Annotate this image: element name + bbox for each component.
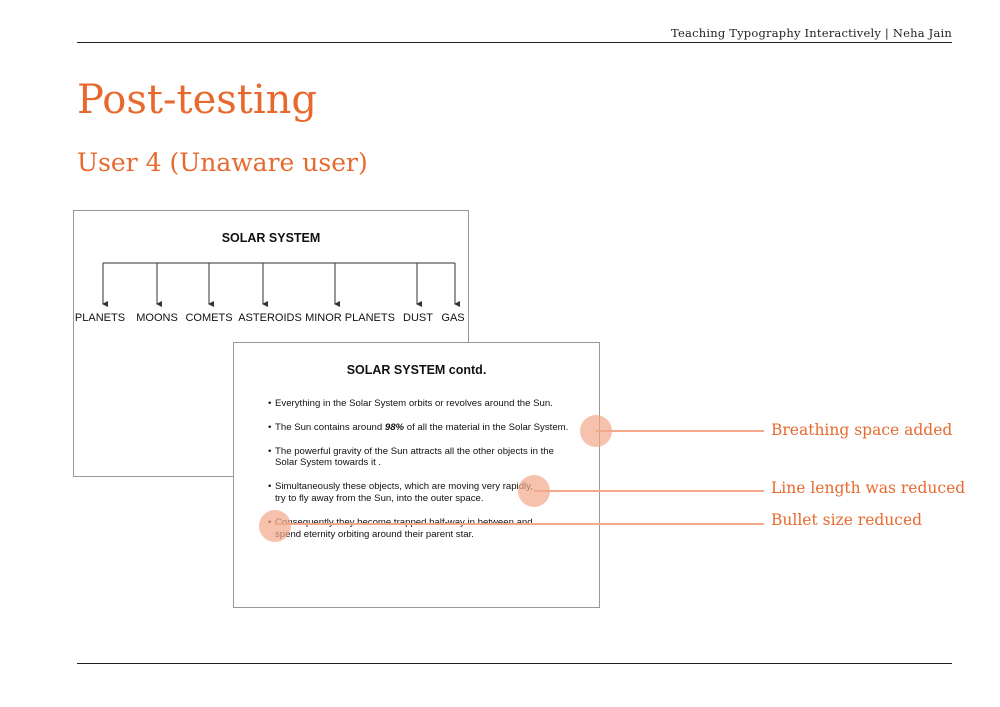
bullet-icon: •: [268, 516, 272, 528]
category-comets: COMETS: [185, 312, 233, 324]
category-minor-planets: MINOR PLANETS: [305, 312, 395, 324]
page-subtitle: User 4 (Unaware user): [77, 148, 368, 177]
list-item: • The powerful gravity of the Sun attrac…: [268, 446, 588, 470]
bullet-icon: •: [268, 445, 272, 457]
category-dust: DUST: [403, 312, 433, 324]
bullet-icon: •: [268, 421, 272, 433]
bullet-line: The powerful gravity of the Sun attracts…: [275, 445, 554, 457]
bullet-line: The Sun contains around 98% of all the m…: [275, 422, 588, 434]
bullet-icon: •: [268, 398, 272, 409]
bullet-line: Solar System towards it .: [275, 457, 382, 469]
annotation-line-length: Line length was reduced: [771, 479, 966, 497]
header-text: Teaching Typography Interactively | Neha…: [671, 26, 952, 40]
list-item: • Consequently they become trapped half-…: [268, 517, 588, 541]
bullet-text-pre: The Sun contains around: [275, 421, 385, 433]
category-gas: GAS: [441, 312, 465, 324]
header-rule: [77, 42, 952, 43]
bullet-line: Simultaneously these objects, which are …: [275, 481, 533, 493]
bullet-list: • Everything in the Solar System orbits …: [268, 398, 588, 552]
list-item: • The Sun contains around 98% of all the…: [268, 422, 588, 434]
annotation-bullet-size: Bullet size reduced: [771, 511, 923, 529]
slide1-title: SOLAR SYSTEM: [221, 231, 321, 245]
footer-rule: [77, 663, 952, 664]
bullet-text-emphasis: 98%: [384, 421, 405, 433]
slide2-title: SOLAR SYSTEM contd.: [346, 363, 487, 377]
annotation-breathing-space: Breathing space added: [771, 421, 953, 439]
bullet-line: Everything in the Solar System orbits or…: [275, 398, 553, 409]
category-moons: MOONS: [136, 312, 178, 324]
slide-solar-system-contd: SOLAR SYSTEM contd. • Everything in the …: [233, 342, 600, 608]
list-item: • Simultaneously these objects, which ar…: [268, 481, 588, 505]
page-title: Post-testing: [77, 77, 317, 123]
category-asteroids: ASTEROIDS: [238, 312, 302, 324]
bullet-line: Consequently they become trapped half-wa…: [275, 516, 533, 528]
bullet-text-post: of all the material in the Solar System.: [404, 421, 569, 433]
tree-diagram: [102, 262, 460, 307]
bullet-line: spend eternity orbiting around their par…: [275, 528, 474, 540]
category-planets: PLANETS: [74, 312, 126, 324]
bullet-icon: •: [268, 481, 272, 493]
bullet-line: try to fly away from the Sun, into the o…: [275, 492, 484, 504]
list-item: • Everything in the Solar System orbits …: [268, 398, 588, 410]
